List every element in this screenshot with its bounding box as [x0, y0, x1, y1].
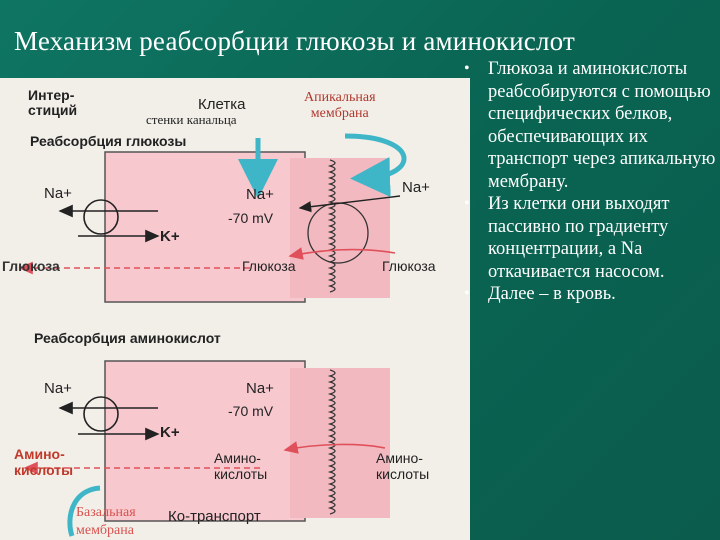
glucose-left: Глюкоза [2, 258, 60, 274]
interstitium-line2: стиций [28, 102, 78, 118]
cotransport-label: Ко-транспорт [168, 508, 261, 525]
amino-right-label: Амино- кислоты [376, 450, 429, 482]
amino-left-line1: Амино- [14, 446, 65, 462]
amino-k: K+ [160, 424, 180, 441]
glucose-cell-body [104, 151, 306, 303]
bullet-item: • Из клетки они выходят пассивно по град… [462, 193, 718, 283]
diagram-graphics [18, 133, 407, 537]
glucose-pump-circle [83, 199, 119, 235]
amino-left-label: Амино- кислоты [14, 446, 73, 478]
amino-na-cell: Na+ [246, 380, 274, 397]
glucose-k: K+ [160, 228, 180, 245]
amino-na-left: Na+ [44, 380, 72, 397]
bullet-item: • Глюкоза и аминокислоты реабсобируются … [462, 58, 718, 193]
amino-cell-line1: Амино- [214, 450, 261, 466]
basal-callout-arrow [67, 485, 101, 537]
amino-cell-body [104, 360, 306, 522]
amino-pump-circle [83, 396, 119, 432]
bullet-dot-icon: • [464, 285, 470, 302]
amino-apical-membrane [327, 369, 336, 515]
glucose-na-right: Na+ [402, 179, 430, 196]
amino-section-graphics [23, 360, 390, 522]
amino-cell-label: Амино- кислоты [214, 450, 267, 482]
glucose-apical-membrane [327, 159, 336, 293]
basal-membrane-line2: мембрана [76, 523, 134, 538]
amino-right-line1: Амино- [376, 450, 423, 466]
bullet-dot-icon: • [464, 195, 470, 212]
na-apical-arrow [298, 195, 401, 213]
cell-label: Клетка [198, 96, 246, 113]
amino-left-line2: кислоты [14, 462, 74, 478]
bullet-text: Далее – в кровь. [488, 284, 616, 304]
apical-callout-arrow [344, 133, 407, 198]
apical-membrane-line2: мембрана [310, 106, 369, 121]
glucose-na-cell: Na+ [246, 186, 274, 203]
bullet-list: • Глюкоза и аминокислоты реабсобируются … [462, 58, 718, 306]
interstitium-label: Интер- стиций [28, 88, 77, 118]
bullet-item: • Далее – в кровь. [462, 283, 718, 306]
glucose-voltage: -70 mV [228, 210, 274, 226]
slide-title: Механизм реабсорбции глюкозы и аминокисл… [14, 26, 575, 56]
glucose-right: Глюкоза [382, 258, 436, 274]
amino-cell-line2: кислоты [214, 466, 268, 482]
bullet-text: Глюкоза и аминокислоты реабсобируются с … [488, 59, 716, 192]
interstitium-line1: Интер- [28, 87, 75, 103]
glucose-entry-arrow [288, 247, 396, 260]
cell-wall-label: стенки канальца [146, 112, 237, 127]
glucose-cell: Глюкоза [242, 258, 296, 274]
basal-membrane-line1: Базальная [76, 505, 136, 520]
amino-right-line2: кислоты [376, 466, 430, 482]
glucose-section-heading: Реабсорбция глюкозы [30, 133, 187, 149]
amino-apical-zone [290, 368, 390, 518]
bullet-text: Из клетки они выходят пассивно по градие… [488, 194, 670, 282]
apical-membrane-line1: Апикальная [304, 90, 376, 105]
amino-voltage: -70 mV [228, 403, 274, 419]
reabsorption-diagram: Интер- стиций Клетка стенки канальца Апи… [0, 78, 470, 540]
bullet-dot-icon: • [464, 60, 470, 77]
amino-section-heading: Реабсорбция аминокислот [34, 330, 221, 346]
glucose-na-left: Na+ [44, 185, 72, 202]
basal-membrane-label: Базальная мембрана [76, 504, 136, 540]
apical-membrane-label: Апикальная мембрана [304, 90, 376, 122]
glucose-section-graphics [18, 151, 401, 303]
amino-entry-arrow [283, 441, 386, 454]
